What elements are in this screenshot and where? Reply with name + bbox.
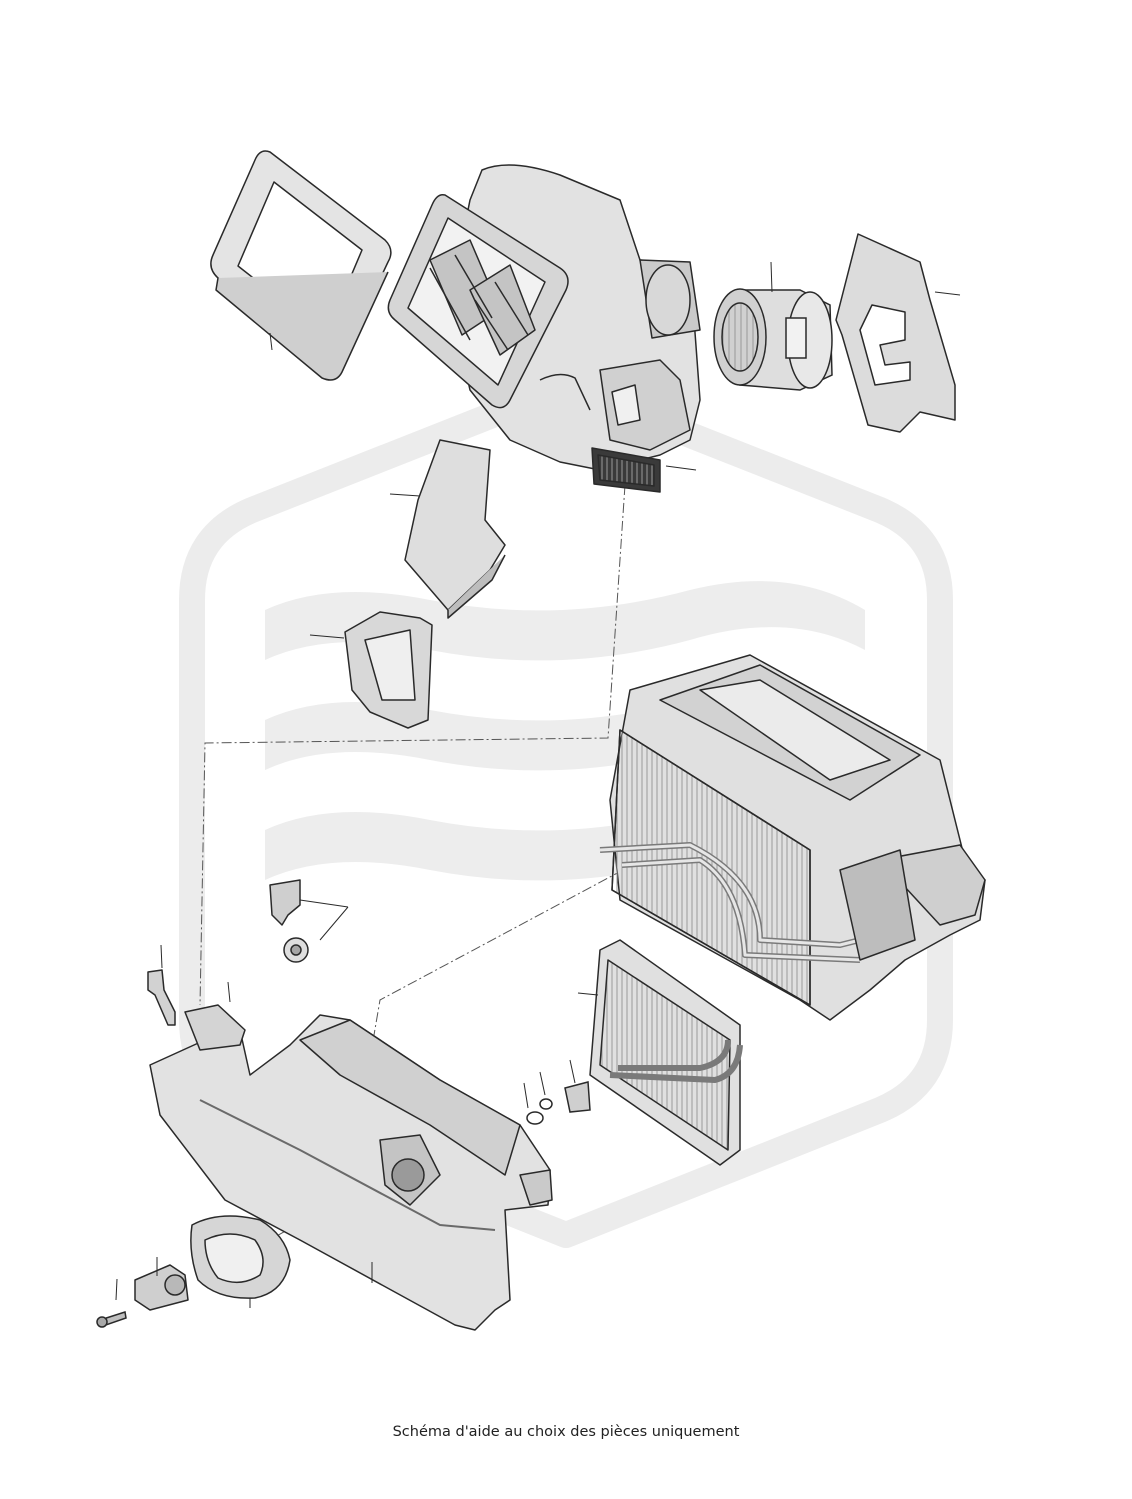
rectangular-seal-gasket[interactable] [210,150,392,381]
heater-core-module[interactable] [599,654,986,1021]
drain-hose[interactable] [147,944,176,1026]
bolt[interactable] [96,1278,127,1328]
heater-housing-upper[interactable] [387,164,701,493]
actuator-motor[interactable] [269,879,349,963]
cabin-filter[interactable] [389,439,506,619]
o-ring-seals[interactable] [523,1059,591,1125]
grommet-seal[interactable] [190,1215,291,1308]
air-guide-duct[interactable] [309,611,433,729]
insulation-panel[interactable] [835,233,961,433]
lower-housing-tray[interactable] [149,981,553,1331]
evaporator[interactable] [577,939,743,1166]
expansion-valve[interactable] [134,1257,189,1311]
disclaimer-caption: Schéma d'aide au choix des pièces unique… [392,1424,740,1440]
blower-motor[interactable] [713,261,833,391]
